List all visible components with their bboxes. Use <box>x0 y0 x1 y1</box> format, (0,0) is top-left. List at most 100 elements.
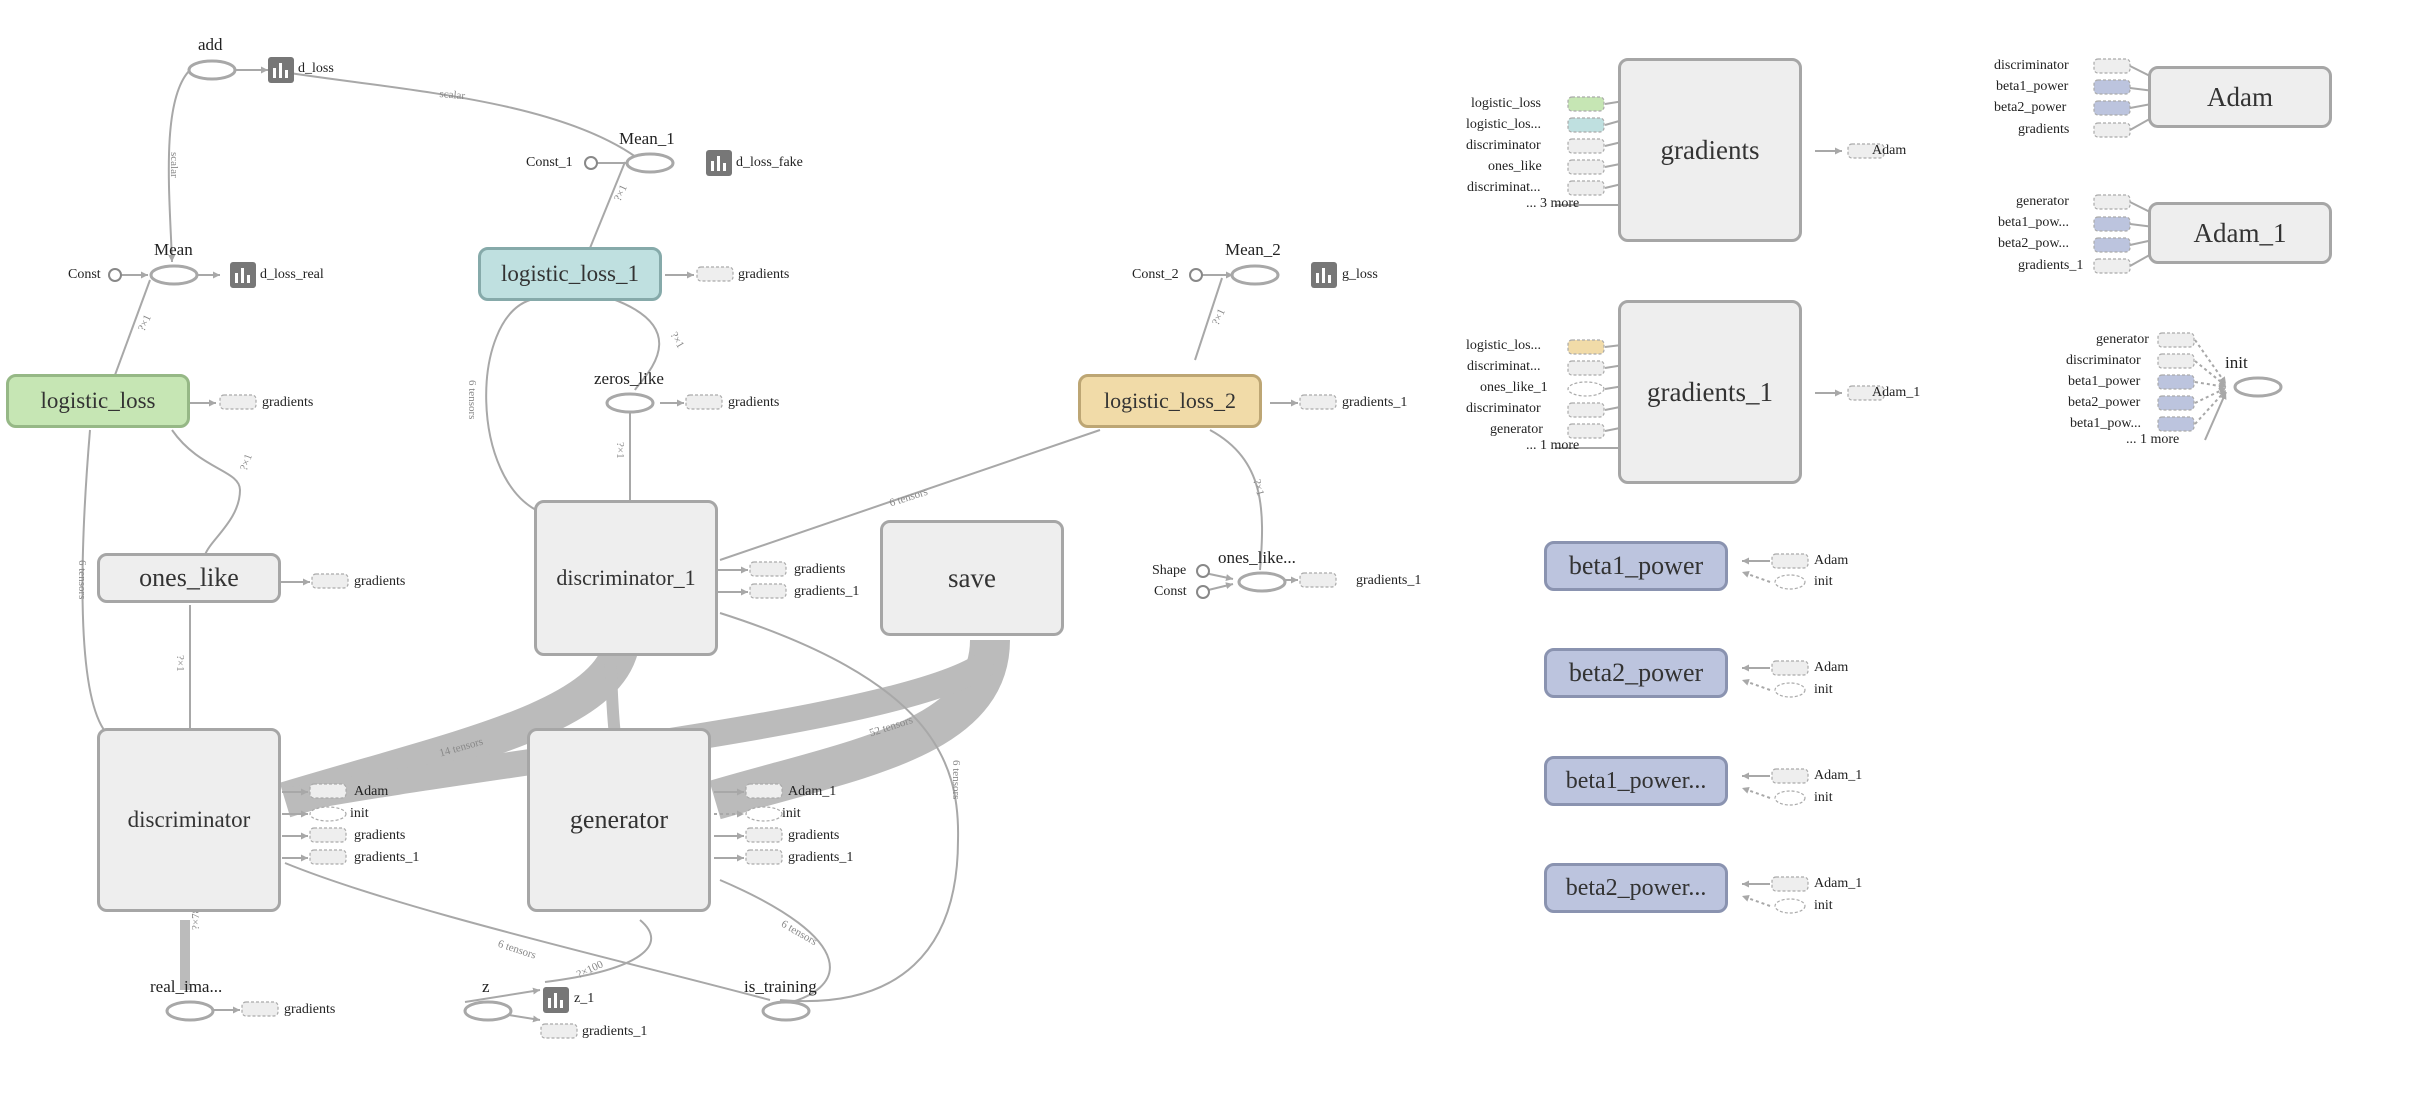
node-beta1-power[interactable]: beta1_power <box>1544 541 1728 591</box>
summary-icons <box>230 57 1337 1013</box>
input-label: generator <box>1490 422 1543 437</box>
op-label-zeros-like[interactable]: zeros_like <box>594 369 664 388</box>
input-label: beta1_pow... <box>1998 215 2070 230</box>
input-label: gradients <box>2018 122 2070 137</box>
input-label: generator <box>2016 194 2069 209</box>
input-label: discriminat... <box>1467 359 1541 374</box>
input-label: ... 3 more <box>1526 196 1580 211</box>
stub-label-gradients-1: gradients_1 <box>354 850 420 865</box>
node-save[interactable]: save <box>880 520 1064 636</box>
stub-label-adam-1: Adam_1 <box>1872 385 1921 400</box>
node-generator[interactable]: generator <box>527 728 711 912</box>
stub-label-gradients-1: gradients_1 <box>794 584 860 599</box>
stub-label-adam-1: Adam_1 <box>788 784 837 799</box>
const-label-const-b[interactable]: Const <box>1154 584 1187 599</box>
stub-label-adam: Adam <box>1814 553 1849 568</box>
input-label: ... 1 more <box>1526 438 1580 453</box>
stub-arrows <box>190 65 2227 1014</box>
input-label: beta2_power <box>1994 100 2067 115</box>
input-label: generator <box>2096 332 2149 347</box>
op-label-add[interactable]: add <box>198 35 223 54</box>
input-label: ... 1 more <box>2126 432 2180 447</box>
op-label-z[interactable]: z <box>482 977 490 996</box>
const-label-shape[interactable]: Shape <box>1152 563 1187 578</box>
input-label: beta1_pow... <box>2070 416 2142 431</box>
stub-label-gradients-1: gradients_1 <box>582 1024 648 1039</box>
input-label: beta2_pow... <box>1998 236 2070 251</box>
stub-label-init: init <box>1814 790 1833 805</box>
node-adam-1[interactable]: Adam_1 <box>2148 202 2332 264</box>
op-label-init[interactable]: init <box>2225 353 2248 372</box>
input-label: ones_like <box>1488 159 1542 174</box>
op-label-real-ima[interactable]: real_ima... <box>150 977 223 996</box>
stub-label-adam-1: Adam_1 <box>1814 768 1863 783</box>
op-label-ones-like-dots[interactable]: ones_like... <box>1218 548 1296 567</box>
summary-label-z-1[interactable]: z_1 <box>574 991 595 1006</box>
stub-label-gradients-1: gradients_1 <box>1342 395 1408 410</box>
node-discriminator[interactable]: discriminator <box>97 728 281 912</box>
summary-label-d-loss-real[interactable]: d_loss_real <box>260 267 324 282</box>
edge-tag: 6 tensors <box>76 560 88 600</box>
const-label-const-2[interactable]: Const_2 <box>1132 267 1179 282</box>
node-logistic-loss[interactable]: logistic_loss <box>6 374 190 428</box>
input-label: ones_like_1 <box>1480 380 1548 395</box>
stub-label-init: init <box>782 806 801 821</box>
input-label: logistic_los... <box>1466 338 1542 353</box>
edge-tag: scalar <box>168 152 180 178</box>
node-logistic-loss-1[interactable]: logistic_loss_1 <box>478 247 662 301</box>
node-discriminator-1[interactable]: discriminator_1 <box>534 500 718 656</box>
input-label: logistic_loss <box>1471 96 1542 111</box>
summary-label-d-loss[interactable]: d_loss <box>298 61 334 76</box>
stub-label-init: init <box>350 806 369 821</box>
stub-label-adam: Adam <box>1872 143 1907 158</box>
input-label: discriminator <box>1466 138 1541 153</box>
input-label: beta1_power <box>2068 374 2141 389</box>
stub-label-adam-1: Adam_1 <box>1814 876 1863 891</box>
const-label-const-1[interactable]: Const_1 <box>526 155 573 170</box>
const-label-const[interactable]: Const <box>68 267 101 282</box>
input-label: logistic_los... <box>1466 117 1542 132</box>
input-label: discriminator <box>1994 58 2069 73</box>
node-beta2-power[interactable]: beta2_power <box>1544 648 1728 698</box>
node-gradients[interactable]: gradients <box>1618 58 1802 242</box>
stub-label-gradients-1: gradients_1 <box>788 850 854 865</box>
edge-tag: scalar <box>438 88 466 103</box>
stub-label-init: init <box>1814 898 1833 913</box>
op-label-mean-2[interactable]: Mean_2 <box>1225 240 1281 259</box>
stubs <box>219 58 2195 1039</box>
stub-label-gradients: gradients <box>794 562 846 577</box>
stub-label-init: init <box>1814 574 1833 589</box>
input-label: discriminator <box>1466 401 1541 416</box>
stub-label-gradients: gradients <box>738 267 790 282</box>
stub-label-gradients-1: gradients_1 <box>1356 573 1422 588</box>
input-label: discriminator <box>2066 353 2141 368</box>
input-label: gradients_1 <box>2018 258 2084 273</box>
thin-edges <box>81 66 1264 1023</box>
summary-label-d-loss-fake[interactable]: d_loss_fake <box>736 155 803 170</box>
op-label-mean-1[interactable]: Mean_1 <box>619 129 675 148</box>
edge-tag: ?×1 <box>614 442 626 459</box>
stub-label-gradients: gradients <box>284 1002 336 1017</box>
input-label: discriminat... <box>1467 180 1541 195</box>
node-beta1-power-dots[interactable]: beta1_power... <box>1544 756 1728 806</box>
edge-tag: 6 tensors <box>466 380 478 420</box>
edge-tag: ?×1 <box>174 655 186 672</box>
input-label: beta1_power <box>1996 79 2069 94</box>
stub-label-gradients: gradients <box>788 828 840 843</box>
stub-label-adam: Adam <box>354 784 389 799</box>
summary-label-g-loss[interactable]: g_loss <box>1342 267 1378 282</box>
stub-label-gradients: gradients <box>728 395 780 410</box>
op-label-is-training[interactable]: is_training <box>744 977 817 996</box>
stub-label-gradients: gradients <box>354 828 406 843</box>
input-label: beta2_power <box>2068 395 2141 410</box>
stub-label-gradients: gradients <box>262 395 314 410</box>
node-beta2-power-dots[interactable]: beta2_power... <box>1544 863 1728 913</box>
node-logistic-loss-2[interactable]: logistic_loss_2 <box>1078 374 1262 428</box>
node-ones-like[interactable]: ones_like <box>97 553 281 603</box>
node-gradients-1[interactable]: gradients_1 <box>1618 300 1802 484</box>
node-adam[interactable]: Adam <box>2148 66 2332 128</box>
op-label-mean[interactable]: Mean <box>154 240 193 259</box>
op-ellipses <box>149 59 2283 1022</box>
const-circles <box>108 156 1210 599</box>
